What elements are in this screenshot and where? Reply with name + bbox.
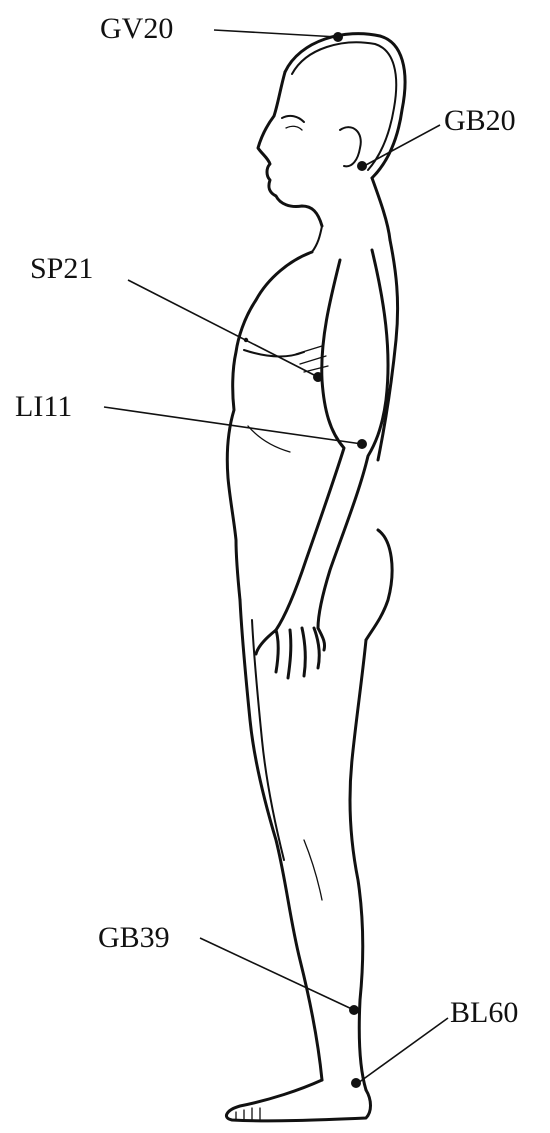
leader-bl60 — [358, 1018, 448, 1083]
neck-front — [312, 226, 322, 252]
point-gb20: GB20 — [357, 104, 516, 171]
leg-back — [350, 640, 366, 1090]
label-li11: LI11 — [15, 390, 72, 423]
buttock — [366, 530, 392, 640]
point-li11: LI11 — [15, 390, 367, 449]
foot — [226, 1080, 370, 1121]
label-gb39: GB39 — [98, 921, 170, 954]
label-gb20: GB20 — [444, 104, 516, 137]
leader-gv20 — [214, 30, 338, 37]
label-bl60: BL60 — [450, 996, 518, 1029]
neck-back — [372, 178, 390, 240]
eye — [286, 126, 302, 130]
face-profile — [258, 72, 322, 226]
leader-gb20 — [364, 125, 440, 166]
pectoral — [244, 350, 304, 356]
ear — [340, 127, 361, 166]
hair-inner — [292, 42, 396, 170]
human-figure — [226, 34, 405, 1121]
toes — [236, 1108, 260, 1120]
point-gb39: GB39 — [98, 921, 359, 1015]
leg-front — [240, 600, 322, 1080]
leader-gb39 — [200, 938, 354, 1010]
knee-detail — [304, 840, 322, 900]
dot-bl60 — [351, 1078, 361, 1088]
dot-gb20 — [357, 161, 367, 171]
brow — [282, 116, 304, 122]
label-sp21: SP21 — [30, 252, 93, 285]
dot-gb39 — [349, 1005, 359, 1015]
arm-front — [276, 260, 344, 630]
point-gv20: GV20 — [100, 12, 343, 45]
dot-sp21 — [313, 372, 323, 382]
point-bl60: BL60 — [351, 996, 518, 1088]
label-gv20: GV20 — [100, 12, 173, 45]
hair-outline — [285, 34, 405, 178]
dot-li11 — [357, 439, 367, 449]
hand — [256, 628, 325, 678]
leader-sp21 — [128, 280, 318, 377]
dot-gv20 — [333, 32, 343, 42]
